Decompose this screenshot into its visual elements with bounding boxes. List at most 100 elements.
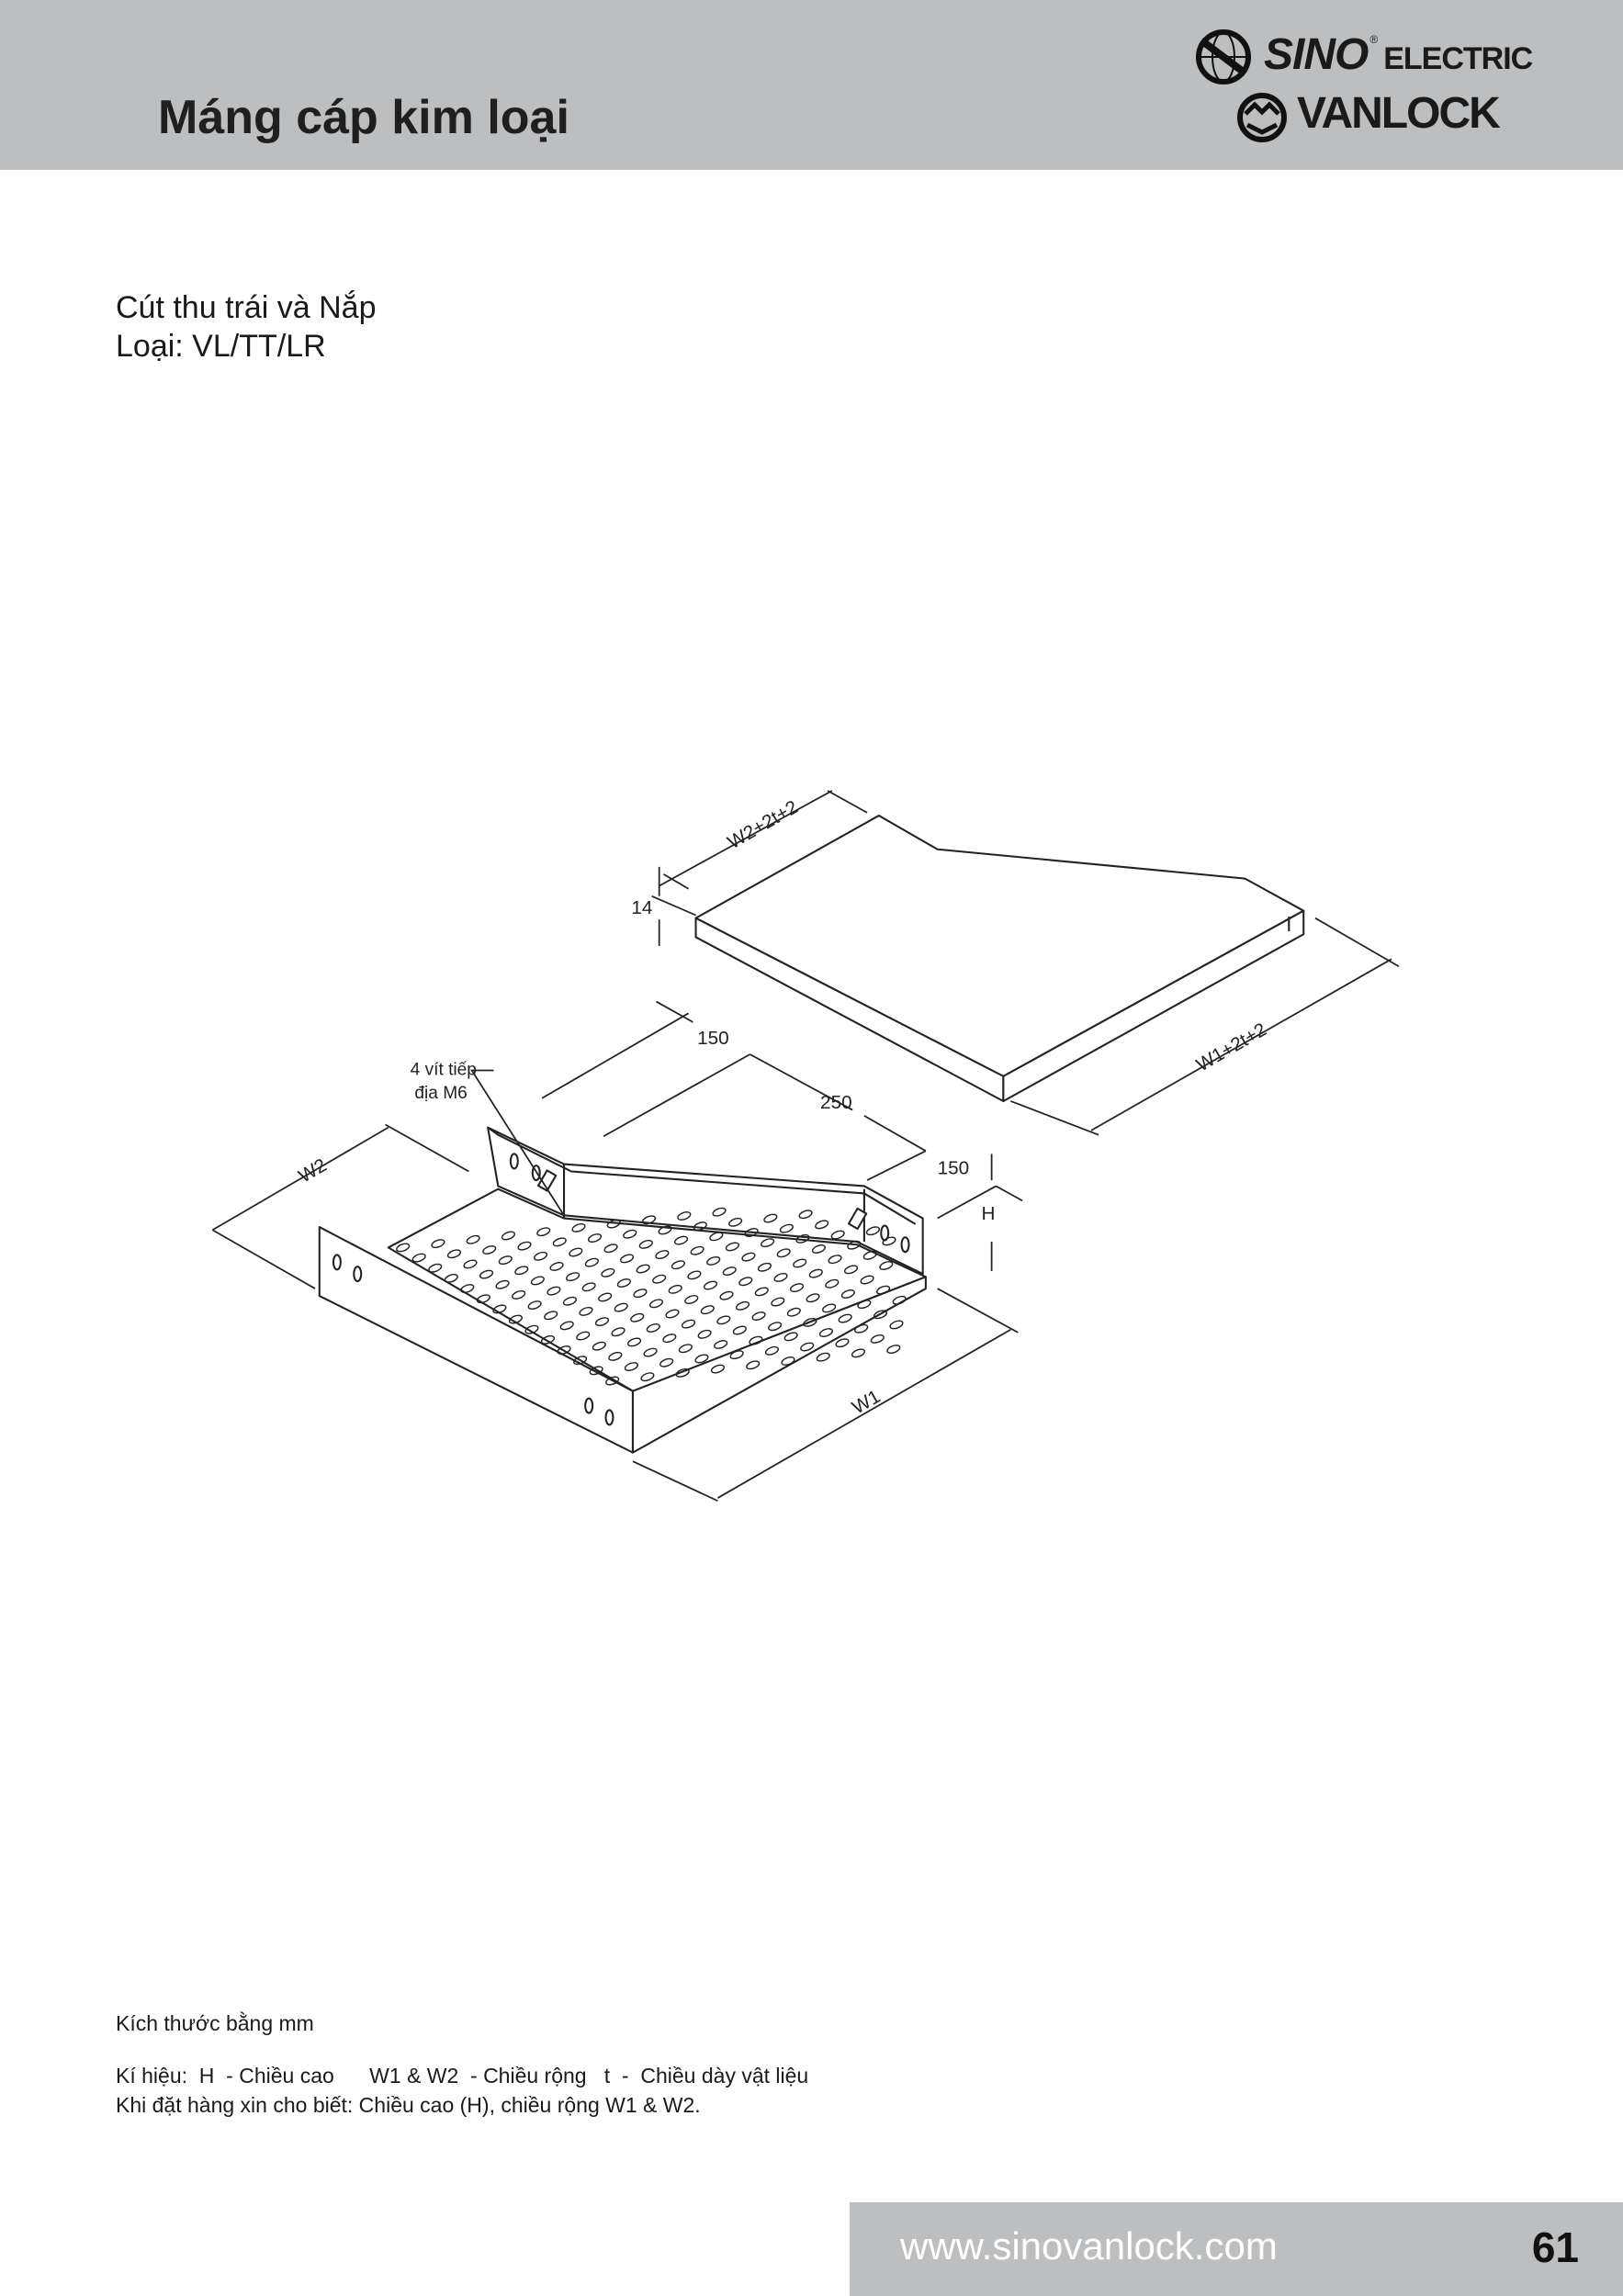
perforation-hole (512, 1289, 526, 1300)
page-title: Máng cáp kim loại (158, 91, 569, 144)
logo-electric-text: ELECTRIC (1383, 41, 1533, 76)
perforation-hole (495, 1279, 510, 1289)
globe-logo-icon (1196, 29, 1251, 84)
perforation-hole (757, 1262, 772, 1272)
perforation-hole (655, 1250, 670, 1260)
perforation-hole (828, 1255, 842, 1265)
perforation-hole (536, 1227, 551, 1237)
perforation-hole (547, 1286, 561, 1296)
perforation-hole (716, 1315, 731, 1325)
perforation-hole (396, 1243, 411, 1253)
perforation-hole (789, 1283, 805, 1293)
w1-label: W1 (849, 1386, 884, 1418)
perforation-hole (892, 1295, 907, 1305)
cover-width-label: W2+2t+2 (724, 796, 801, 853)
perforation-hole (662, 1334, 677, 1344)
vanlock-logo-icon (1237, 93, 1287, 142)
perforation-hole (851, 1348, 866, 1358)
perforation-hole (725, 1242, 739, 1252)
perforation-hole (616, 1278, 631, 1288)
perforation-hole (589, 1366, 603, 1376)
perforation-hole (446, 1249, 462, 1259)
perforation-hole (498, 1255, 513, 1266)
perforation-hole (571, 1222, 586, 1232)
bolt-holes (332, 1153, 910, 1426)
perforation-hole (665, 1309, 680, 1319)
units-note: Kích thước bằng mm (116, 2011, 314, 2035)
page-number: 61 (1531, 2223, 1579, 2271)
perforation-hole (411, 1253, 426, 1263)
perforation-hole (584, 1257, 599, 1267)
perforation-hole (675, 1367, 690, 1378)
perforation-hole (822, 1303, 837, 1313)
perforation-hole (552, 1237, 567, 1247)
perforation-hole (697, 1329, 712, 1339)
perforation-hole (815, 1220, 829, 1230)
height-label: H (981, 1203, 995, 1224)
cover-lid (694, 815, 1305, 1103)
perforation-hole (601, 1267, 615, 1277)
perforation-hole (857, 1300, 872, 1310)
perforation-hole (668, 1284, 682, 1294)
perforation-hole (674, 1235, 689, 1245)
perforation-hole (581, 1282, 596, 1292)
perforation-hole (800, 1342, 815, 1352)
perforation-hole (614, 1302, 628, 1312)
perforation-hole (648, 1299, 664, 1309)
perforation-hole (835, 1338, 850, 1348)
perforation-hole (638, 1239, 653, 1249)
perforation-hole (754, 1287, 769, 1297)
perforation-hole (630, 1312, 645, 1322)
perforation-hole (865, 1226, 881, 1236)
perforation-hole (694, 1354, 709, 1364)
perforation-hole (463, 1259, 478, 1269)
tray-perforations (396, 1207, 907, 1386)
perforation-hole (466, 1234, 480, 1244)
perforation-hole (783, 1332, 798, 1342)
product-name: Cút thu trái và Nắp (116, 290, 377, 325)
perforation-hole (751, 1311, 766, 1321)
perforation-hole (690, 1245, 704, 1255)
header-band: Máng cáp kim loại SINO ® ELECTRIC VANLOC… (0, 0, 1623, 170)
perforation-hole (873, 1310, 888, 1320)
legend-note: Kí hiệu: H - Chiều cao W1 & W2 - Chiều r… (116, 2064, 809, 2088)
perforation-hole (703, 1280, 718, 1290)
perforation-hole (706, 1255, 721, 1266)
perforation-hole (508, 1314, 524, 1324)
perforation-hole (818, 1328, 834, 1338)
perforation-hole (684, 1295, 699, 1304)
perforation-hole (862, 1250, 877, 1260)
perforation-hole (517, 1241, 532, 1251)
perforation-hole (623, 1229, 637, 1239)
perforation-hole (709, 1232, 724, 1242)
perforation-hole (544, 1311, 558, 1321)
perforation-hole (847, 1240, 862, 1250)
perforation-hole (687, 1270, 702, 1280)
perforation-hole (795, 1233, 810, 1244)
perforation-hole (460, 1284, 475, 1294)
perforation-hole (771, 1297, 785, 1307)
perforation-hole (678, 1344, 693, 1354)
perforation-hole (876, 1285, 891, 1295)
cover-length-label: W1+2t+2 (1193, 1019, 1270, 1075)
order-note: Khi đặt hàng xin cho biết: Chiều cao (H)… (116, 2093, 701, 2117)
perforation-hole (808, 1268, 823, 1278)
perforation-hole (603, 1244, 618, 1254)
tray-front-wall (318, 1226, 927, 1454)
perforation-hole (573, 1356, 588, 1366)
perforation-hole (533, 1251, 548, 1261)
perforation-hole (592, 1341, 606, 1351)
logo-sino-text: SINO (1264, 30, 1369, 79)
perforation-hole (825, 1278, 840, 1289)
perforation-hole (816, 1352, 830, 1362)
perforation-hole (640, 1372, 655, 1382)
product-type: Loại: VL/TT/LR (116, 329, 326, 364)
perforation-hole (749, 1335, 763, 1345)
perforation-hole (641, 1215, 657, 1225)
perforation-hole (764, 1345, 780, 1356)
website-link[interactable]: www.sinovanlock.com (900, 2224, 1278, 2268)
perforation-hole (636, 1264, 650, 1274)
perforation-hole (608, 1351, 623, 1361)
perforation-hole (671, 1260, 685, 1270)
perforation-hole (444, 1273, 458, 1283)
